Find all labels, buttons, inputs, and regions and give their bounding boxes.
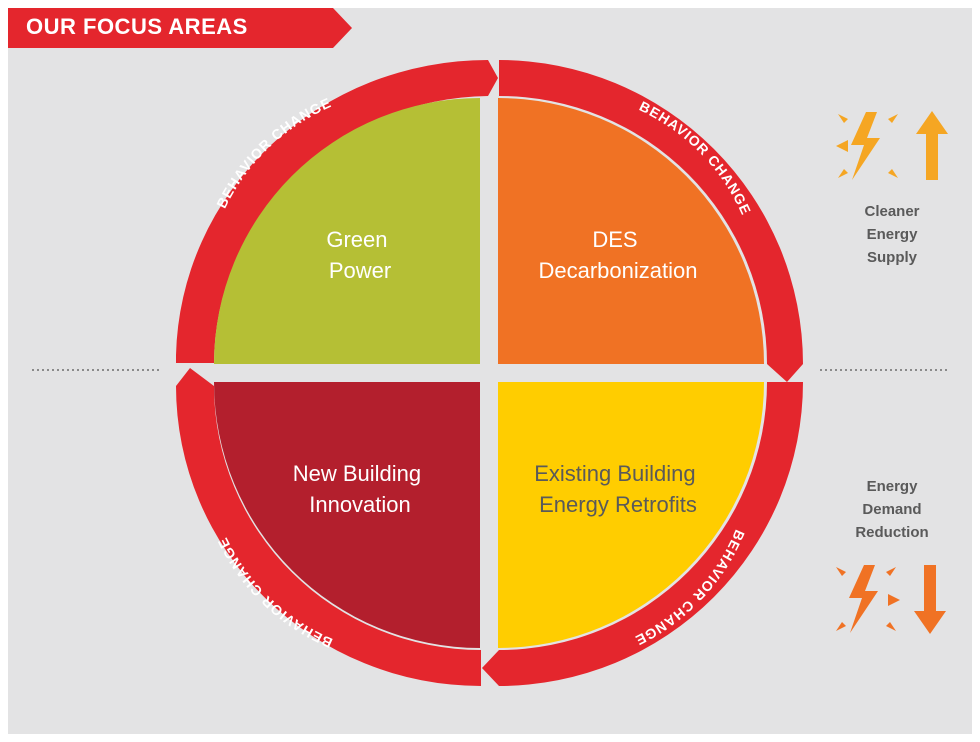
lightning-arrow-up-icon: [836, 111, 948, 180]
lightning-arrow-down-icon: [836, 565, 946, 634]
energy-demand-reduction-label: Energy Demand Reduction: [832, 475, 952, 544]
spark-arrow-r: [888, 594, 900, 606]
quadrant-des-decarbonization: [498, 98, 764, 364]
quadrant-green-power: [214, 98, 480, 364]
spark-arrow-l: [836, 140, 848, 152]
arrow-up: [916, 111, 948, 180]
spark-br: [888, 169, 898, 178]
lightning-bolt: [851, 112, 880, 180]
ring-segment-top-right: [499, 60, 803, 382]
des-decarbonization-label: DES Decarbonization: [539, 227, 698, 283]
green-power-line-1: Green: [326, 227, 387, 252]
new-building-line-2: Innovation: [309, 492, 411, 517]
spark-tr: [888, 114, 898, 123]
spark-tl: [838, 114, 848, 123]
demand-line-1: Energy: [866, 478, 918, 495]
spark-bl: [838, 169, 848, 178]
ring-segment-top-left: [176, 59, 498, 364]
green-power-line-2: Power: [329, 258, 391, 283]
demand-line-3: Reduction: [855, 524, 929, 541]
existing-building-label: Existing Building Energy Retrofits: [534, 461, 702, 517]
quadrant-existing-building: [498, 382, 764, 648]
title-banner: [8, 8, 352, 48]
arrow-down: [914, 565, 946, 634]
cleaner-energy-supply-label: Cleaner Energy Supply: [832, 200, 952, 269]
new-building-line-1: New Building: [293, 461, 421, 486]
ring-segment-bottom-right: [482, 382, 803, 686]
existing-building-line-2: Energy Retrofits: [539, 492, 697, 517]
spark-br: [886, 622, 896, 631]
supply-line-3: Supply: [866, 249, 917, 266]
green-power-label: Green Power: [326, 227, 393, 283]
ring-segment-bottom-left: [176, 368, 481, 686]
quadrant-new-building: [214, 382, 480, 648]
lightning-bolt: [849, 565, 878, 633]
spark-bl: [836, 622, 846, 631]
supply-line-1: Cleaner: [864, 203, 920, 220]
existing-building-line-1: Existing Building: [534, 461, 695, 486]
spark-tl: [836, 567, 846, 576]
des-line-1: DES: [592, 227, 637, 252]
banner-title: OUR FOCUS AREAS: [26, 14, 248, 39]
spark-tr: [886, 567, 896, 576]
background-panel: [8, 8, 972, 734]
supply-line-2: Energy: [866, 226, 918, 243]
new-building-label: New Building Innovation: [293, 461, 428, 517]
des-line-2: Decarbonization: [539, 258, 698, 283]
demand-line-2: Demand: [862, 501, 922, 518]
